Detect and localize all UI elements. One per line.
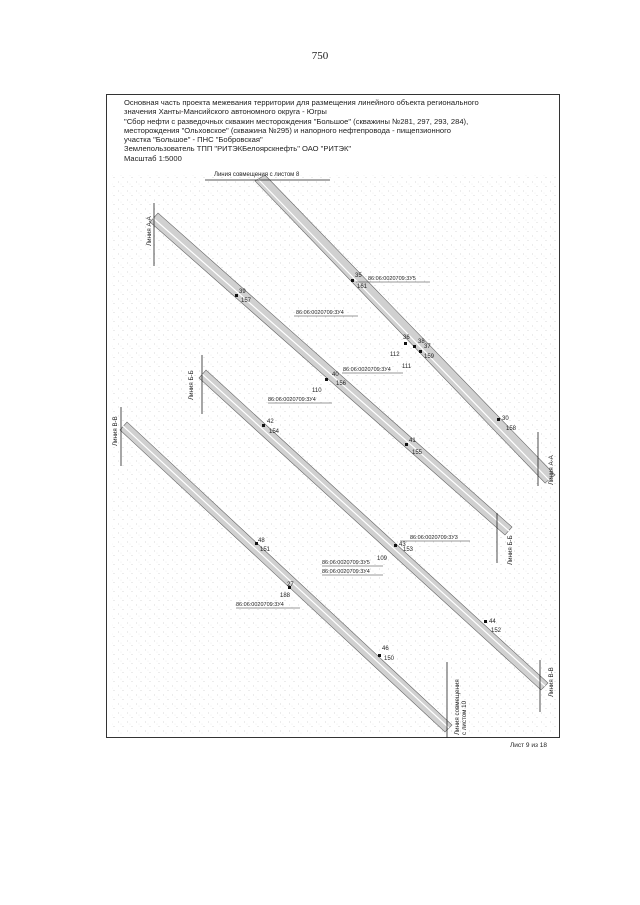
svg-text:30: 30 [502,416,509,422]
svg-text:156: 156 [336,381,347,387]
title-block: Основная часть проекта межевания террито… [124,98,554,163]
section-label-vv-left: Линия В-В [112,416,119,446]
cadastral-label-8: 86:06:0020709:3У4 [236,602,300,609]
corridor-b [198,369,549,691]
svg-text:86:06:0020709:3У5: 86:06:0020709:3У5 [368,276,416,282]
svg-text:112: 112 [390,352,400,358]
svg-text:36: 36 [403,335,410,341]
survey-point-44: 44 152 [484,619,502,634]
section-label-bb-left: Линия Б-Б [188,370,195,400]
joint-label-top: Линия совмещения с листом 8 [214,172,300,178]
survey-point-37: 37 159 [419,344,435,360]
section-label-aa-right: Линия А-А [548,454,555,485]
svg-text:43: 43 [399,542,406,548]
title-line: участка "Большое" - ПНС "Бобровская" [124,135,263,145]
svg-text:111: 111 [402,364,412,370]
joint-label-bottom: Линия совмещения с листом 10 [454,678,468,735]
svg-text:86:06:0020709:3У4: 86:06:0020709:3У4 [343,367,391,373]
survey-point-43: 43 153 [394,542,414,553]
survey-point-40: 40 156 [325,372,347,387]
svg-text:46: 46 [382,646,389,652]
terrain-texture [112,175,557,735]
cadastral-label-2: 86:06:0020709:3У4 [294,310,358,317]
svg-text:153: 153 [403,547,414,553]
svg-text:150: 150 [384,656,395,662]
cadastral-label-1: 86:06:0020709:3У5 [356,276,430,283]
section-label-vv-right: Линия В-В [548,667,555,697]
svg-text:37: 37 [424,344,431,350]
title-line: Основная часть проекта межевания террито… [124,98,479,107]
svg-text:39: 39 [239,289,246,295]
survey-point-46: 46 150 [378,646,395,662]
sheet-label: Лист 9 из 18 [510,742,547,749]
survey-point-35: 35 161 [351,273,368,290]
svg-text:157: 157 [241,298,252,304]
svg-text:161: 161 [357,284,368,290]
svg-text:188: 188 [280,593,291,599]
svg-text:48: 48 [258,538,265,544]
survey-point-112: 112 [390,352,400,358]
survey-point-42: 42 154 [262,419,280,435]
cadastral-label-5: 86:06:0020709:3У3 [400,535,470,542]
survey-point-27: 27 188 [280,582,294,599]
survey-point-48: 48 151 [255,538,271,553]
svg-text:158: 158 [506,426,517,432]
svg-text:86:06:0020709:3У3: 86:06:0020709:3У3 [410,535,458,541]
survey-point-30: 30 158 [497,416,517,432]
page-number: 750 [311,50,329,62]
section-label-aa-left: Линия А-А [146,215,153,246]
svg-text:86:06:0020709:3У4: 86:06:0020709:3У4 [296,310,344,316]
svg-text:86:06:0020709:3У4: 86:06:0020709:3У4 [268,397,316,403]
svg-text:38: 38 [418,339,425,345]
svg-text:40: 40 [332,372,339,378]
svg-text:86:06:0020709:3У5: 86:06:0020709:3У5 [322,560,370,566]
survey-point-36: 36 [403,335,410,345]
svg-text:35: 35 [355,273,362,279]
cadastral-label-3: 86:06:0020709:3У4 [342,367,403,374]
title-line: "Сбор нефти с разведочных скважин местор… [124,116,469,126]
scale-label: Масштаб 1:5000 [124,153,182,163]
survey-point-109: 109 [377,556,388,562]
land-user-line: Землепользователь ТПП "РИТЭКБелоярскнефт… [124,144,352,154]
survey-point-39: 39 157 [235,289,252,304]
svg-text:41: 41 [409,438,416,444]
cadastral-label-4: 86:06:0020709:3У4 [268,397,332,404]
cadastral-label-6: 86:06:0020709:3У5 [322,560,383,567]
svg-text:151: 151 [260,547,271,553]
survey-point-111: 111 [402,364,412,370]
svg-text:154: 154 [269,429,280,435]
corridor-a-upper [254,174,556,484]
title-line: значения Ханты-Мансийского автономного о… [124,107,327,117]
title-line: месторождения "Ольховское" (скважина №29… [124,125,451,135]
section-label-bb-right: Линия Б-Б [507,535,514,565]
svg-text:110: 110 [312,388,322,394]
svg-text:86:06:0020709:3У4: 86:06:0020709:3У4 [322,569,370,575]
corridor-a-lower [149,212,513,536]
survey-point-38: 38 [413,339,425,348]
svg-text:42: 42 [267,419,274,425]
svg-text:155: 155 [412,450,423,456]
survey-point-41: 41 155 [405,438,423,456]
svg-text:109: 109 [377,556,388,562]
svg-text:86:06:0020709:3У4: 86:06:0020709:3У4 [236,602,284,608]
cadastral-label-7: 86:06:0020709:3У4 [322,569,383,576]
svg-text:44: 44 [489,619,496,625]
corridor-v [119,421,453,733]
svg-text:152: 152 [491,628,502,634]
svg-text:159: 159 [424,354,435,360]
svg-text:27: 27 [287,582,294,588]
survey-point-110: 110 [312,388,322,394]
